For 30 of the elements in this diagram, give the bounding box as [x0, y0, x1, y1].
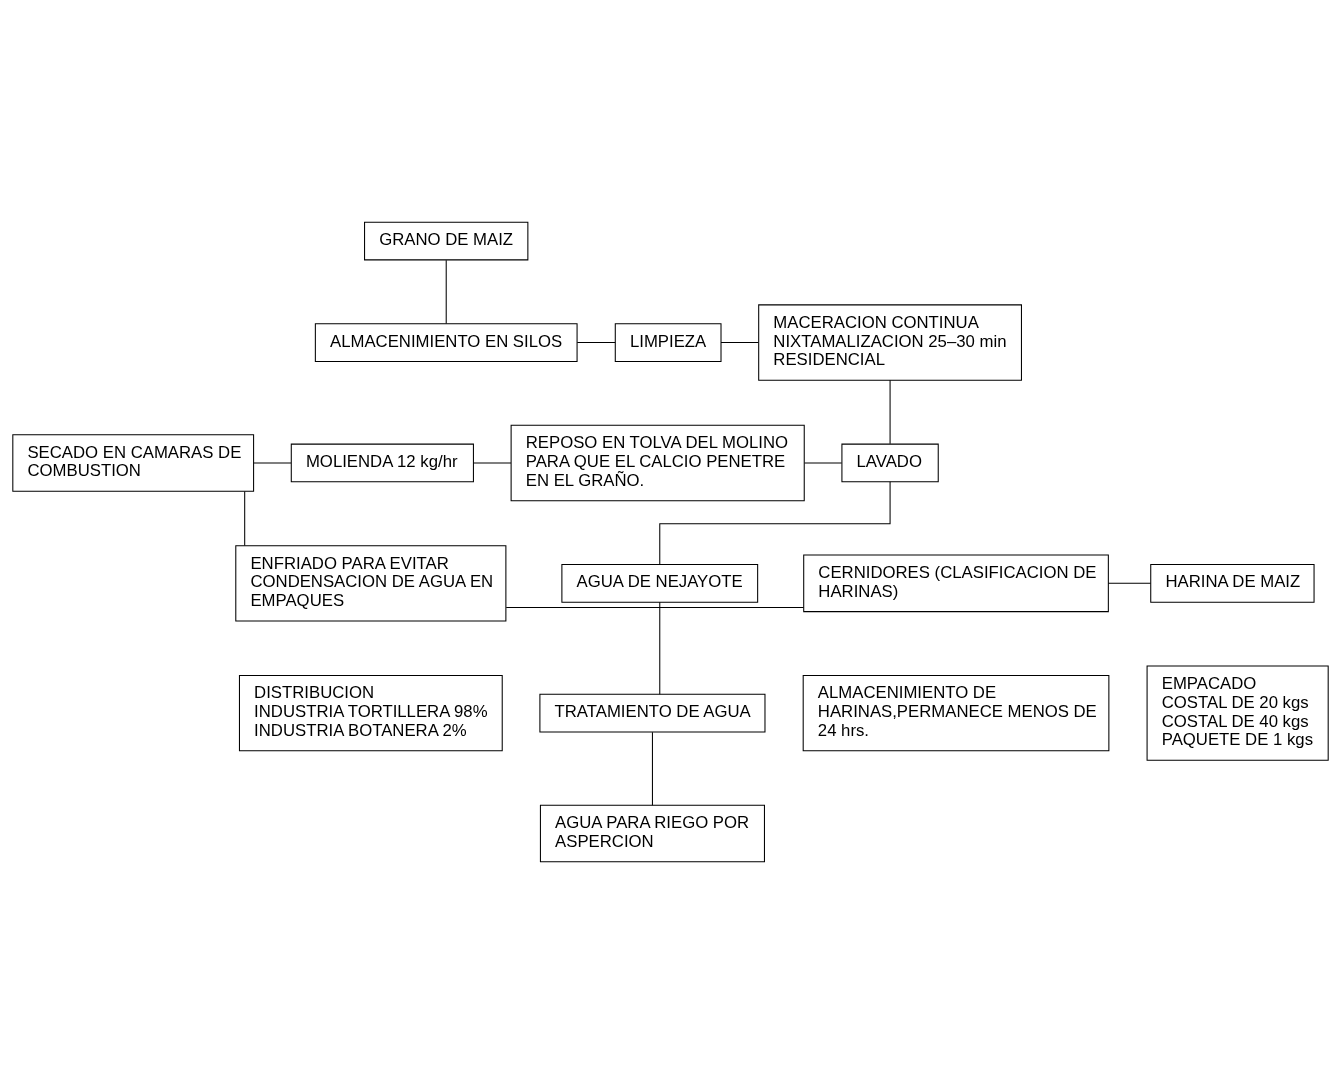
- connector: [804, 462, 843, 464]
- connector: [651, 731, 653, 806]
- node-box: AGUA DE NEJAYOTE: [561, 564, 759, 603]
- connector: [720, 342, 759, 344]
- connector: [445, 259, 447, 325]
- node-box: AGUA PARA RIEGO POR ASPERCION: [539, 804, 765, 863]
- node-box: HARINA DE MAIZ: [1150, 564, 1315, 603]
- connector: [244, 490, 246, 546]
- connector: [576, 342, 616, 344]
- node-box: ALMACENIMIENTO EN SILOS: [314, 323, 578, 362]
- connector: [659, 481, 891, 565]
- node-box: EMPACADO COSTAL DE 20 kgs COSTAL DE 40 kgs PAQUETE DE 1 kgs: [1146, 665, 1329, 761]
- node-box: LIMPIEZA: [614, 323, 722, 362]
- node-box: MACERACION CONTINUA NIXTAMALIZACION 25–30 min RESIDENCIAL: [758, 304, 1022, 381]
- node-box: MOLIENDA 12 kg/hr: [290, 443, 474, 483]
- connector: [659, 601, 661, 695]
- node-box: TRATAMIENTO DE AGUA: [539, 693, 766, 733]
- connector: [505, 606, 805, 608]
- connector: [889, 379, 891, 445]
- connector: [473, 462, 512, 464]
- node-box: REPOSO EN TOLVA DEL MOLINO PARA QUE EL CALCIO PENETRE EN EL GRAÑO.: [510, 424, 805, 502]
- node-box: DISTRIBUCION INDUSTRIA TORTILLERA 98% INDUSTRIA BOTANERA 2%: [238, 674, 503, 752]
- node-box: ALMACENIMIENTO DE HARINAS,PERMANECE MENOS DE 24 hrs.: [802, 674, 1110, 752]
- connector: [253, 462, 292, 464]
- node-box: LAVADO: [841, 443, 939, 483]
- node-box: ENFRIADO PARA EVITAR CONDENSACION DE AGUA EN EMPAQUES: [235, 545, 507, 622]
- node-box: SECADO EN CAMARAS DE COMBUSTION: [12, 434, 255, 492]
- connector: [1107, 582, 1152, 584]
- node-box: GRANO DE MAIZ: [364, 221, 529, 261]
- node-box: CERNIDORES (CLASIFICACION DE HARINAS): [803, 554, 1109, 613]
